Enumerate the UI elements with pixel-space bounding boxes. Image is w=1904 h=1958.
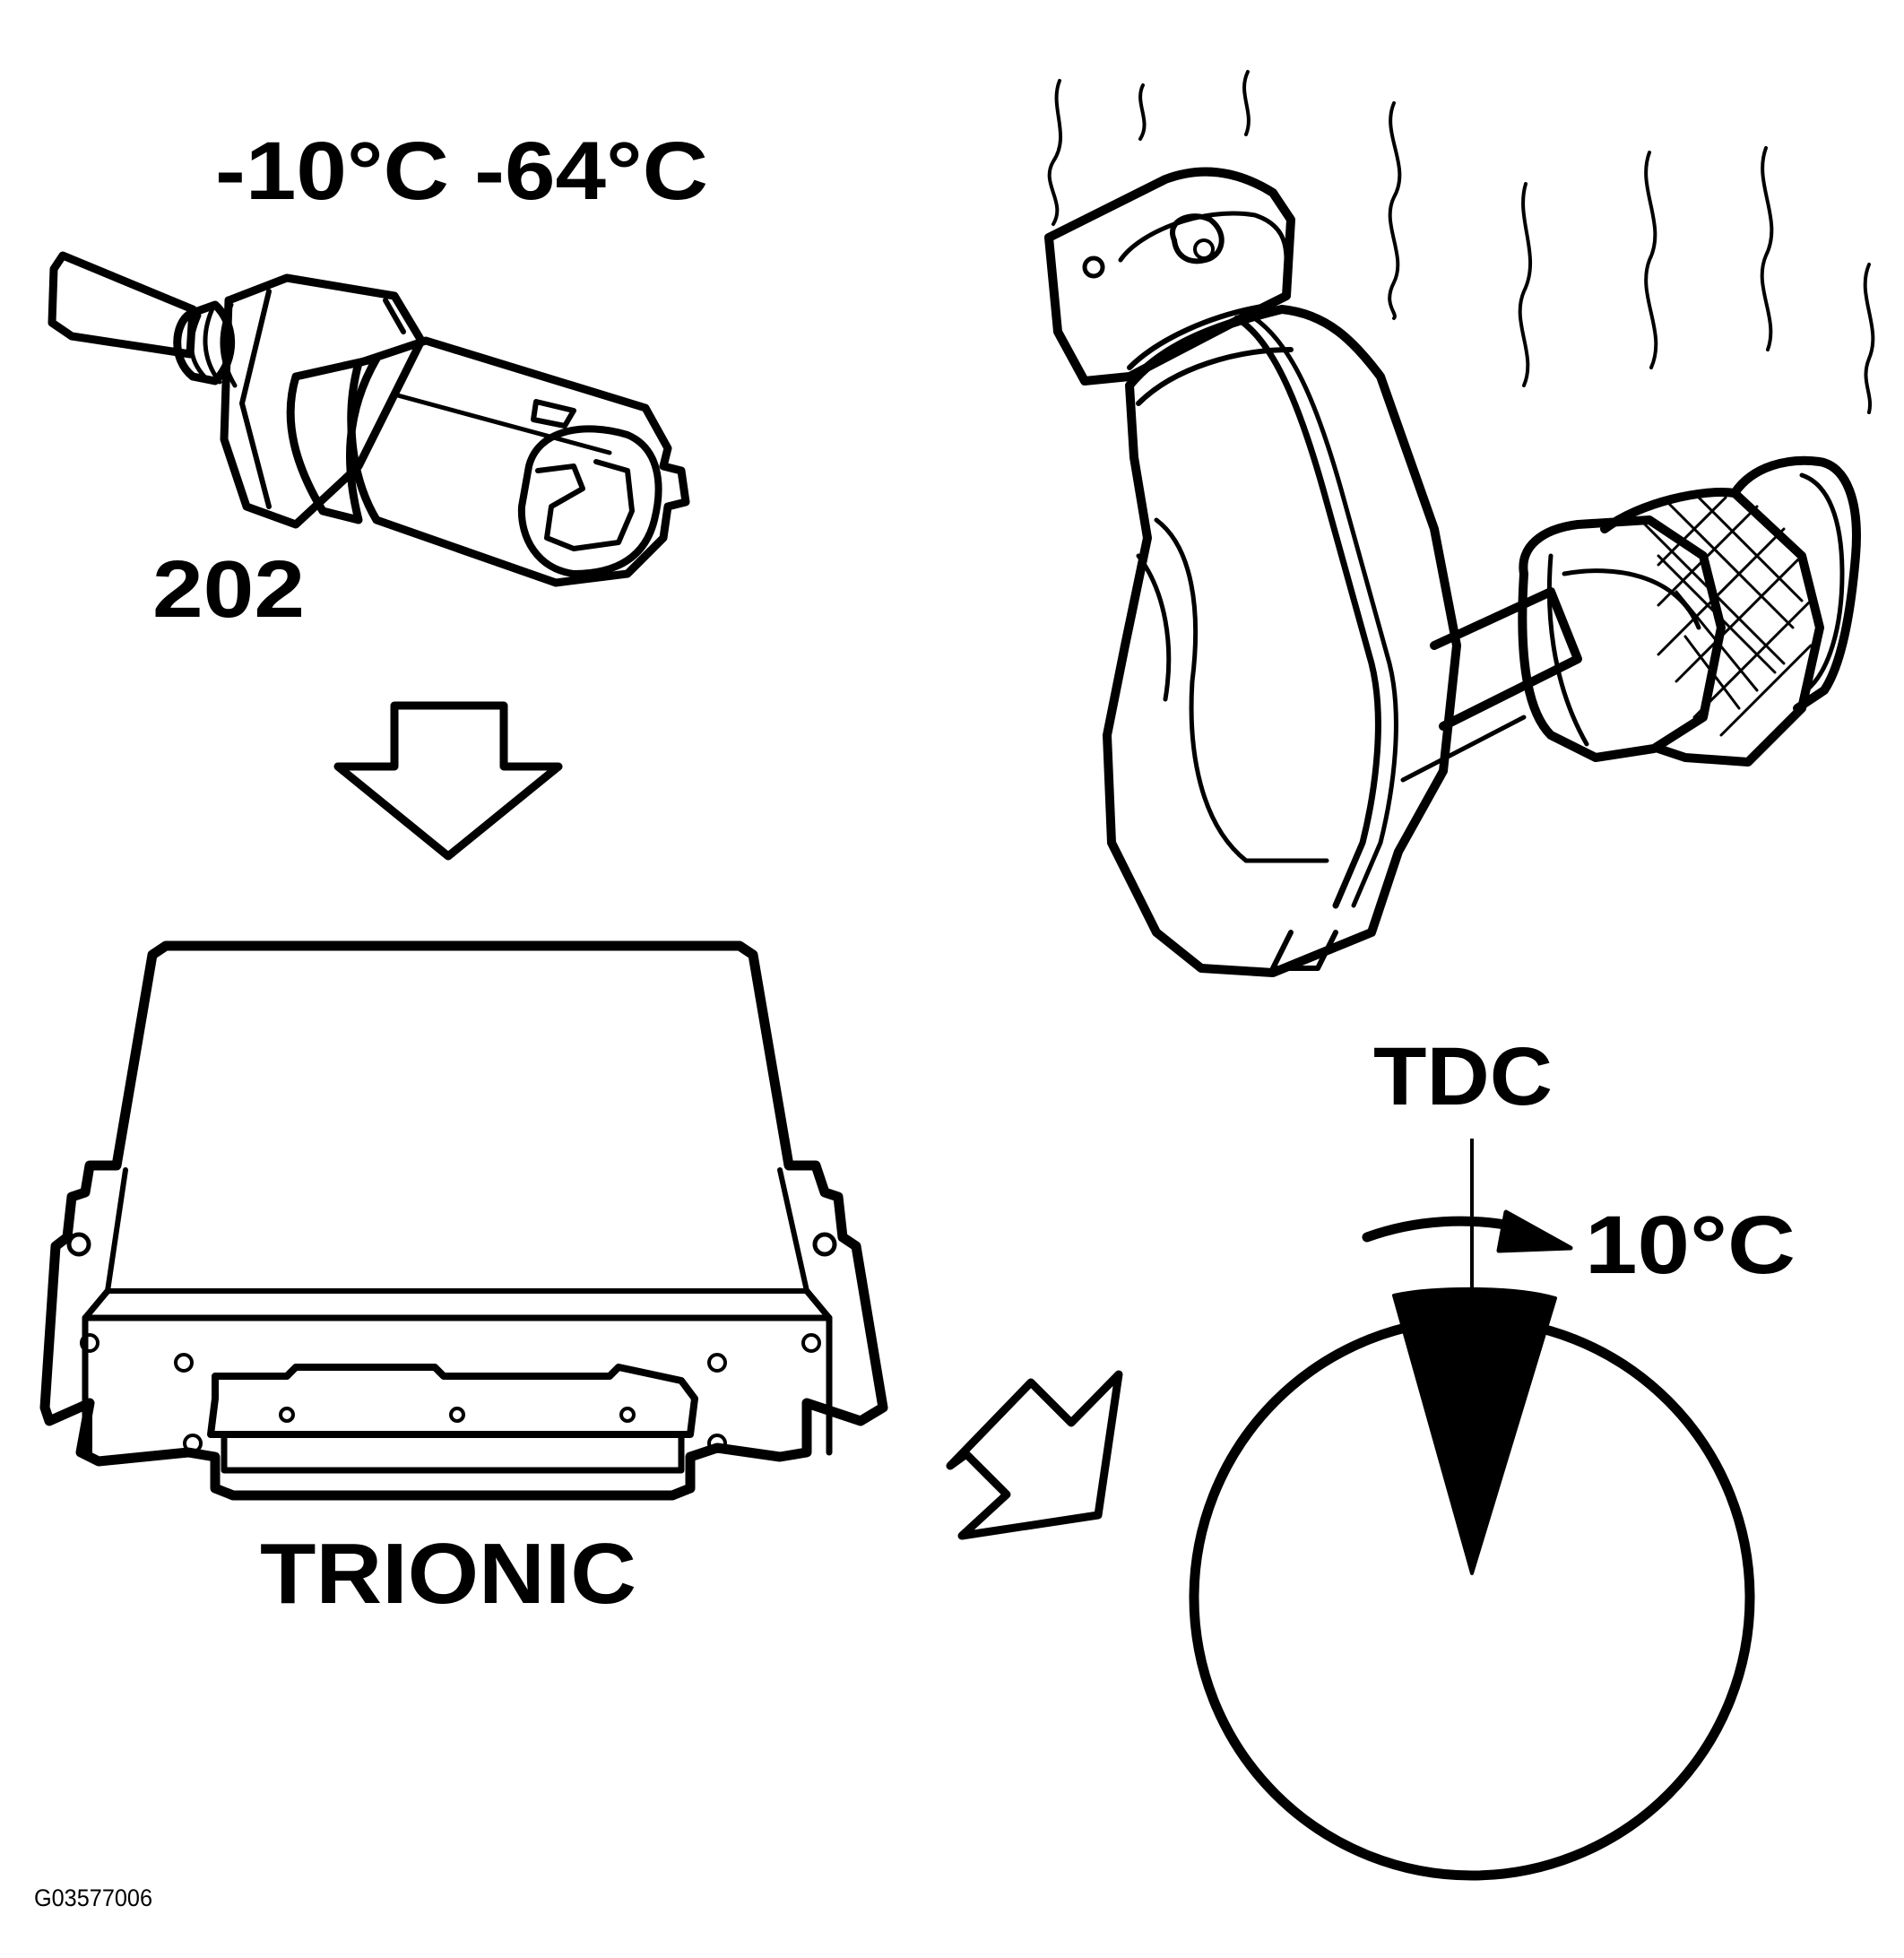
ecu-name-label: TRIONIC <box>260 1526 636 1622</box>
temperature-sensor-icon <box>48 251 690 587</box>
diagonal-arrow-icon <box>946 1370 1123 1540</box>
temperature-range-label: -10°C -64°C <box>215 126 708 217</box>
ecu-control-module-icon <box>39 940 888 1501</box>
catalytic-converter-icon <box>1044 167 1861 977</box>
rotation-arrow-icon <box>1362 1209 1573 1253</box>
down-arrow-icon <box>333 701 563 861</box>
timing-dial-icon <box>1189 1139 1755 1881</box>
timing-value-label: 10°C <box>1585 1200 1796 1291</box>
tdc-label: TDC <box>1373 1031 1553 1122</box>
figure-code-label: G03577006 <box>34 1884 152 1911</box>
heat-waves-icon <box>1047 70 1875 414</box>
sensor-number-label: 202 <box>152 545 305 635</box>
